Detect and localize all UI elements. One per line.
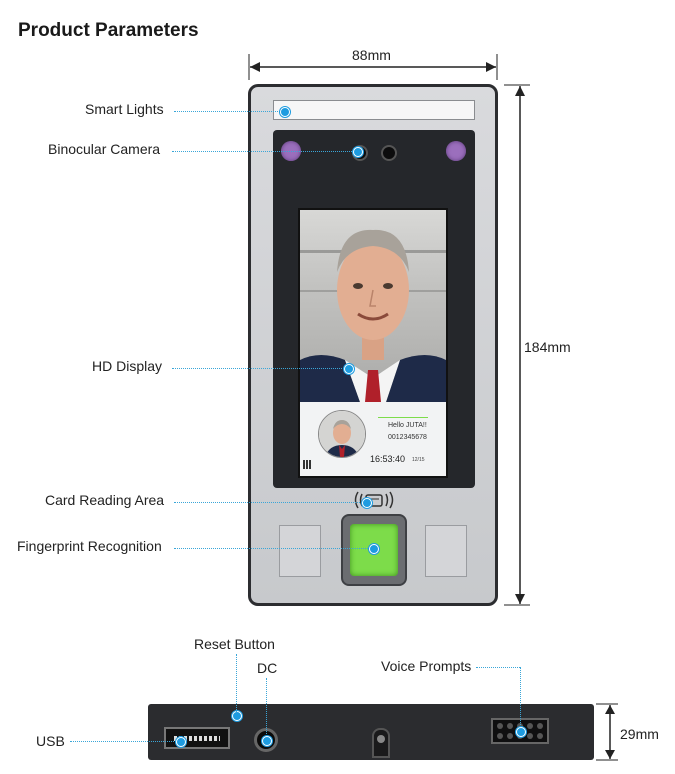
side-panel-right	[425, 525, 467, 577]
marker-hd-display	[344, 364, 354, 374]
leader-voice-prompts-h	[476, 667, 520, 668]
width-label: 88mm	[352, 47, 391, 63]
time-text: 16:53:40	[370, 454, 406, 464]
leader-usb	[70, 741, 178, 742]
ir-light-right	[446, 141, 466, 161]
marker-usb	[176, 737, 186, 747]
green-indicator	[378, 417, 428, 418]
smart-lights-bar	[273, 100, 475, 120]
marker-voice-prompts	[516, 727, 526, 737]
label-card-reading-area: Card Reading Area	[45, 492, 165, 508]
marker-fingerprint-recognition	[369, 544, 379, 554]
face-photo	[300, 210, 446, 402]
user-avatar	[318, 410, 366, 458]
label-reset-button: Reset Button	[194, 636, 275, 652]
leader-voice-prompts-v	[520, 667, 521, 729]
depth-label: 29mm	[620, 726, 659, 742]
label-smart-lights: Smart Lights	[85, 101, 164, 117]
qr-icon	[303, 460, 312, 469]
label-binocular-camera: Binocular Camera	[48, 141, 161, 157]
hd-display-screen: Hello JUTA!! 0012345678 16:53:40 12/15	[298, 208, 448, 478]
info-panel: Hello JUTA!! 0012345678 16:53:40 12/15	[300, 402, 446, 476]
greeting-text: Hello JUTA!!	[388, 422, 427, 429]
width-dimension	[248, 50, 498, 80]
leader-reset-button	[236, 654, 237, 712]
user-id-text: 0012345678	[388, 434, 427, 441]
leader-smart-lights	[174, 111, 284, 112]
label-dc: DC	[257, 660, 278, 676]
marker-card-reading-area	[362, 498, 372, 508]
marker-binocular-camera	[353, 147, 363, 157]
depth-dimension	[596, 703, 620, 761]
label-voice-prompts: Voice Prompts	[381, 658, 472, 674]
marker-dc	[262, 736, 272, 746]
label-hd-display: HD Display	[92, 358, 163, 374]
usb-port	[164, 727, 230, 749]
card-reading-icon	[352, 489, 396, 511]
reset-button[interactable]	[232, 711, 242, 721]
marker-smart-lights	[280, 107, 290, 117]
leader-fingerprint-recognition	[174, 548, 370, 549]
screw-hole	[372, 728, 390, 758]
page-title: Product Parameters	[18, 20, 199, 41]
height-label: 184mm	[524, 339, 571, 355]
leader-hd-display	[172, 368, 348, 369]
label-usb: USB	[36, 733, 65, 749]
leader-dc	[266, 678, 267, 734]
label-fingerprint-recognition: Fingerprint Recognition	[17, 538, 162, 554]
height-dimension	[504, 84, 534, 606]
date-text: 12/15	[412, 457, 425, 463]
camera-lens-right	[381, 145, 397, 161]
leader-binocular-camera	[172, 151, 356, 152]
side-panel-left	[279, 525, 321, 577]
leader-card-reading-area	[174, 502, 366, 503]
